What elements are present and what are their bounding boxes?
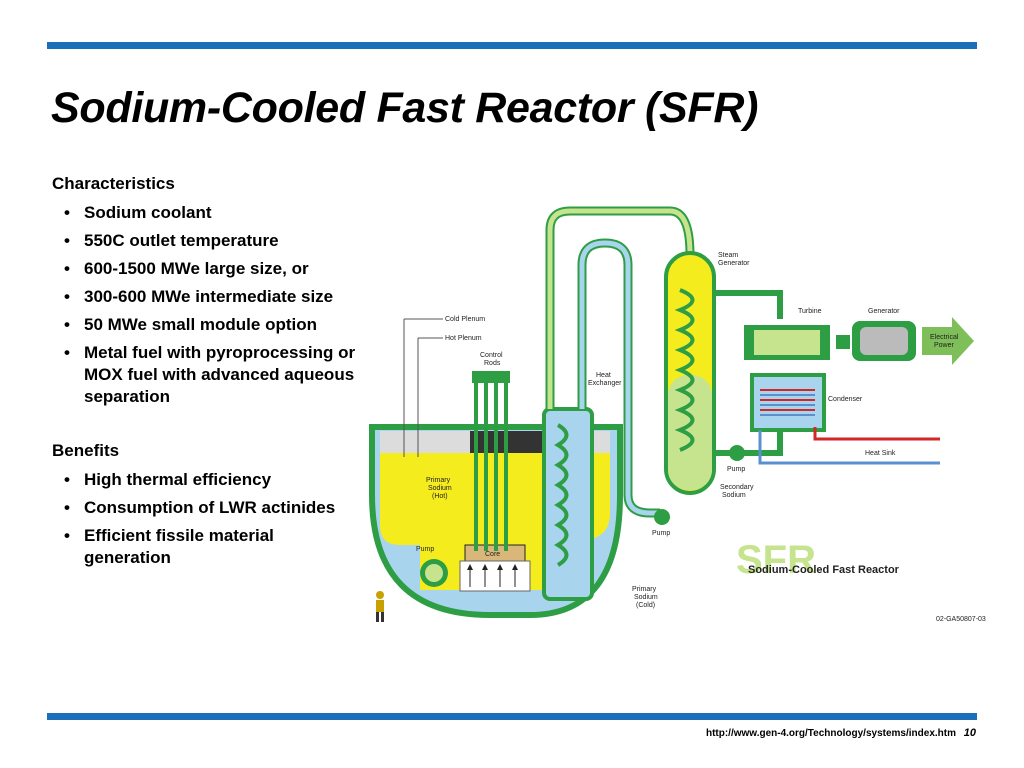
person-icon [376, 591, 384, 622]
heat-exchanger: Heat Exchanger [542, 372, 622, 601]
svg-text:Hot Plenum: Hot Plenum [445, 335, 482, 342]
svg-text:Pump: Pump [416, 546, 434, 553]
svg-text:Turbine: Turbine [798, 308, 822, 315]
sfr-diagram: Core Control Rods Heat Exchanger Pump St [369, 206, 986, 623]
list-item: •50 MWe small module option [64, 315, 317, 334]
bullet-icon: • [64, 231, 70, 250]
svg-text:Primary: Primary [632, 586, 657, 593]
sfr-logo: SFR Sodium-Cooled Fast Reactor [736, 538, 900, 582]
svg-text:Electrical: Electrical [930, 334, 959, 341]
list-item: •High thermal efficiency [64, 470, 272, 489]
slide-title: Sodium-Cooled Fast Reactor (SFR) [51, 84, 759, 132]
bottom-rule [47, 713, 977, 720]
bullet-icon: • [64, 343, 70, 362]
svg-text:SFR: SFR [736, 538, 816, 582]
svg-text:Primary: Primary [426, 477, 451, 484]
list-item: •600-1500 MWe large size, or [64, 259, 309, 278]
svg-text:Pump: Pump [727, 466, 745, 473]
svg-text:Power: Power [934, 342, 955, 349]
svg-text:Secondary: Secondary [720, 484, 754, 491]
svg-text:Generator: Generator [868, 308, 900, 315]
bullet-icon: • [64, 526, 70, 545]
list-item: •550C outlet temperature [64, 231, 279, 250]
drawing-id: 02-GA50807-03 [936, 616, 986, 623]
svg-text:(Hot): (Hot) [432, 493, 448, 500]
svg-text:(Cold): (Cold) [636, 602, 655, 609]
characteristics-heading: Characteristics [52, 174, 175, 193]
benefits-heading: Benefits [52, 441, 120, 460]
svg-text:Heat Sink: Heat Sink [865, 450, 896, 457]
turbine: Turbine [744, 308, 830, 360]
page-number: 10 [963, 727, 976, 739]
secondary-loop: Pump Secondary Sodium [714, 290, 783, 499]
list-item: •Consumption of LWR actinides [64, 498, 336, 517]
bullet-icon: • [64, 259, 70, 278]
heat-sink-lines: Heat Sink [758, 427, 940, 465]
svg-text:Sodium: Sodium [722, 492, 746, 499]
bullet-icon: • [64, 203, 70, 222]
list-item: •Sodium coolant [64, 203, 212, 222]
control-rods: Control Rods [472, 352, 510, 551]
svg-text:Exchanger: Exchanger [588, 380, 622, 387]
top-rule [47, 42, 977, 49]
bullet-icon: • [64, 315, 70, 334]
svg-text:Condenser: Condenser [828, 396, 863, 403]
svg-text:Control: Control [480, 352, 503, 359]
list-item: •Metal fuel with pyroprocessing or MOX f… [64, 343, 356, 406]
svg-text:Sodium-Cooled Fast Reactor: Sodium-Cooled Fast Reactor [748, 564, 900, 576]
core-label: Core [485, 551, 500, 558]
svg-text:Pump: Pump [652, 530, 670, 537]
list-item: •Efficient fissile material generation [64, 526, 274, 567]
primary-pump [420, 559, 448, 587]
svg-text:Generator: Generator [718, 260, 750, 267]
benefits-list: •High thermal efficiency •Consumption of… [62, 469, 335, 575]
callout-labels: Cold Plenum Hot Plenum Primary Sodium (H… [403, 316, 658, 609]
svg-text:Sodium: Sodium [428, 485, 452, 492]
bullet-icon: • [64, 498, 70, 517]
list-item: •300-600 MWe intermediate size [64, 287, 334, 306]
svg-text:Rods: Rods [484, 360, 501, 367]
reactor-core: Core [459, 544, 531, 592]
electrical-power-arrow: Electrical Power [922, 317, 974, 365]
svg-text:Steam: Steam [718, 252, 738, 259]
svg-text:Heat: Heat [596, 372, 611, 379]
bullet-icon: • [64, 470, 70, 489]
source-url: http://www.gen-4.org/Technology/systems/… [705, 728, 956, 739]
condenser: Condenser [750, 373, 863, 432]
generator: Generator [836, 308, 916, 361]
svg-text:Sodium: Sodium [634, 594, 658, 601]
intermediate-loop: Pump [545, 206, 695, 537]
characteristics-list: •Sodium coolant •550C outlet temperature… [62, 202, 384, 414]
svg-text:Cold Plenum: Cold Plenum [445, 316, 485, 323]
bullet-icon: • [64, 287, 70, 306]
steam-generator: Steam Generator [664, 251, 750, 495]
